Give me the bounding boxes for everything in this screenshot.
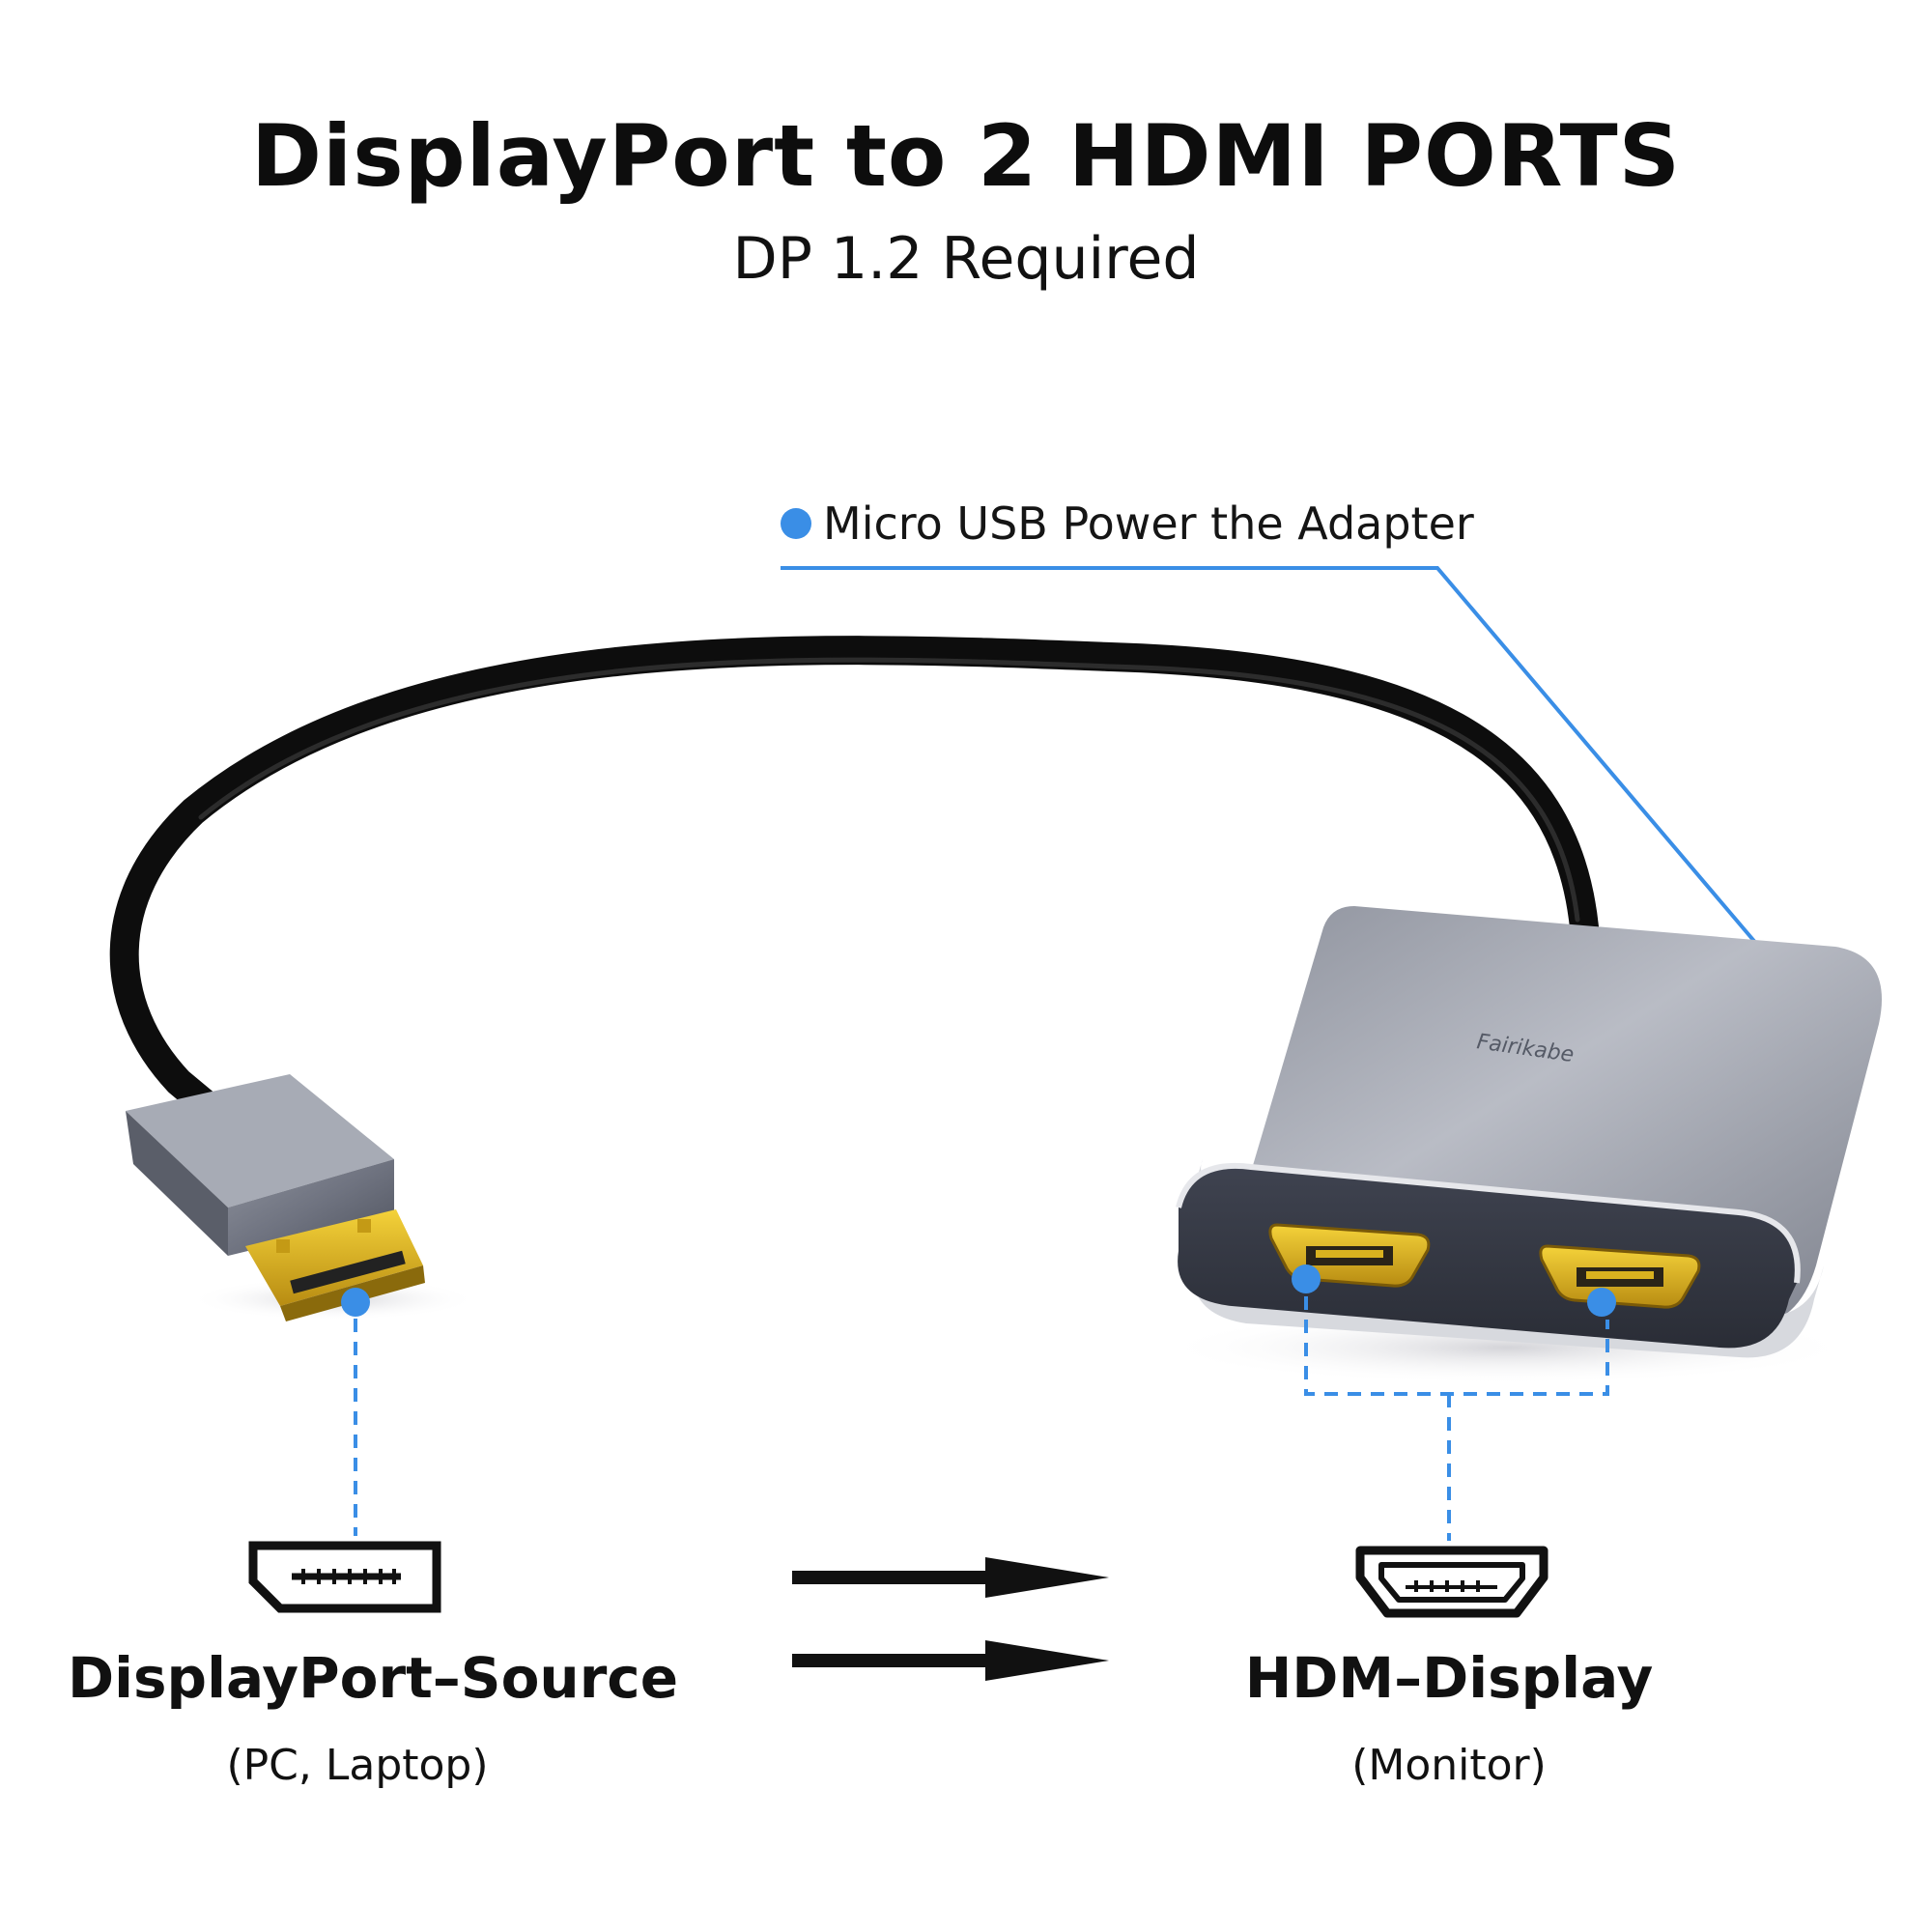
hdmi-connector-dot-2 [1587,1288,1616,1317]
displayport-port-icon [248,1541,441,1613]
callout-text: Micro USB Power the Adapter [823,497,1474,550]
hdmi-port-icon [1355,1546,1548,1618]
hdmi-dashed-bracket [1304,1296,1609,1396]
arrow-right-icon [792,1557,1109,1598]
hdmi-splitter-hub: Fairikabe [1176,906,1882,1358]
source-label-block: DisplayPort–Source (PC, Laptop) [68,1644,679,1793]
display-label: HDM–Display [1244,1645,1654,1711]
dp-connector-dot [341,1288,370,1317]
cable-highlight [198,657,1580,923]
callout-leader-line [781,566,1787,980]
callout-dot [781,508,811,539]
cable [109,636,1599,1121]
arrow-right-icon [792,1640,1109,1681]
page-title: DisplayPort to 2 HDMI PORTS [250,106,1682,206]
display-label-block: HDM–Display (Monitor) [1159,1644,1739,1793]
source-sublabel: (PC, Laptop) [226,1741,489,1790]
displayport-plug [126,1074,425,1321]
micro-usb-callout: Micro USB Power the Adapter [781,495,1474,553]
page-subtitle: DP 1.2 Required [732,225,1200,293]
hdmi-port-2 [1539,1244,1701,1309]
hdmi-connector-dot-1 [1292,1264,1321,1293]
source-label: DisplayPort–Source [68,1645,679,1711]
display-sublabel: (Monitor) [1351,1741,1547,1790]
